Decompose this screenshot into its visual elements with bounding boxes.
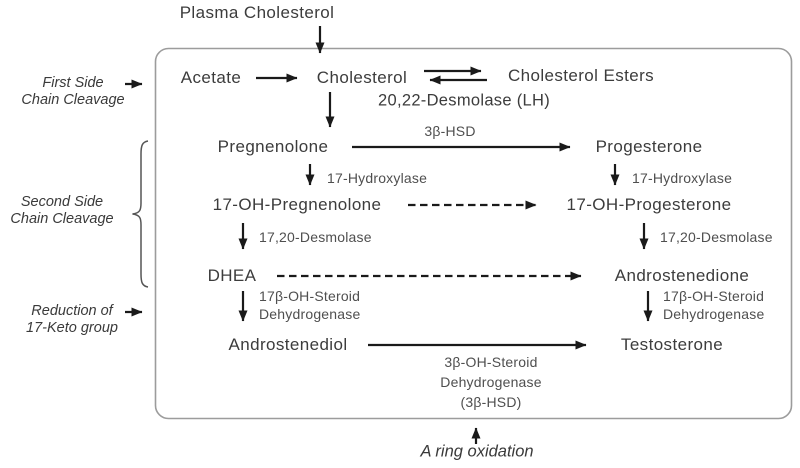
enzyme-label-line: Dehydrogenase: [663, 306, 765, 322]
pathway-box: [154, 47, 793, 420]
enzyme-20-22-desmolase: 20,22-Desmolase (LH): [378, 91, 550, 110]
node-acetate: Acetate: [180, 68, 242, 87]
annotation-line: 17-Keto group: [26, 320, 118, 336]
enzyme-label-line: (3β-HSD): [460, 394, 522, 410]
enzyme-17b-oh-steroid-dh-left: 17β-OH-Steroid Dehydrogenase: [259, 287, 360, 323]
enzyme-label-line: 17β-OH-Steroid: [663, 288, 765, 304]
enzyme-label-line: 17β-OH-Steroid: [259, 288, 361, 304]
enzyme-17b-oh-steroid-dh-right: 17β-OH-Steroid Dehydrogenase: [663, 287, 764, 323]
annotation-a-ring-oxidation: A ring oxidation: [420, 442, 534, 461]
node-17-oh-pregnenolone: 17-OH-Pregnenolone: [212, 195, 382, 214]
node-plasma-cholesterol: Plasma Cholesterol: [179, 3, 335, 22]
curly-brace-second-side: [132, 140, 149, 288]
annotation-first-side-chain-cleavage: First Side Chain Cleavage: [21, 75, 124, 109]
annotation-reduction-17-keto: Reduction of 17-Keto group: [26, 303, 118, 337]
node-androstenediol: Androstenediol: [228, 335, 348, 354]
annotation-line: Chain Cleavage: [21, 92, 125, 108]
node-progesterone: Progesterone: [595, 137, 703, 156]
node-testosterone: Testosterone: [620, 335, 724, 354]
node-dhea: DHEA: [207, 266, 257, 285]
node-17-oh-progesterone: 17-OH-Progesterone: [566, 195, 732, 214]
enzyme-17-20-desmolase-right: 17,20-Desmolase: [660, 229, 773, 245]
node-pregnenolone: Pregnenolone: [217, 137, 329, 156]
enzyme-3b-hsd: 3β-HSD: [424, 123, 476, 139]
annotation-line: Reduction of: [31, 303, 113, 319]
enzyme-3b-oh-steroid-dh: 3β-OH-Steroid Dehydrogenase (3β-HSD): [440, 352, 541, 412]
node-androstenedione: Androstenedione: [614, 266, 750, 285]
annotation-line: Chain Cleavage: [10, 211, 114, 227]
enzyme-17-20-desmolase-left: 17,20-Desmolase: [259, 229, 372, 245]
node-cholesterol: Cholesterol: [316, 68, 408, 87]
node-cholesterol-esters: Cholesterol Esters: [507, 66, 655, 85]
enzyme-17-hydroxylase-right: 17-Hydroxylase: [632, 170, 733, 186]
annotation-line: Second Side: [20, 194, 104, 210]
enzyme-17-hydroxylase-left: 17-Hydroxylase: [327, 170, 428, 186]
enzyme-label-line: Dehydrogenase: [259, 306, 361, 322]
annotation-second-side-chain-cleavage: Second Side Chain Cleavage: [10, 194, 113, 228]
enzyme-label-line: 3β-OH-Steroid: [444, 354, 538, 370]
annotation-line: First Side: [42, 75, 104, 91]
enzyme-label-line: Dehydrogenase: [440, 374, 542, 390]
